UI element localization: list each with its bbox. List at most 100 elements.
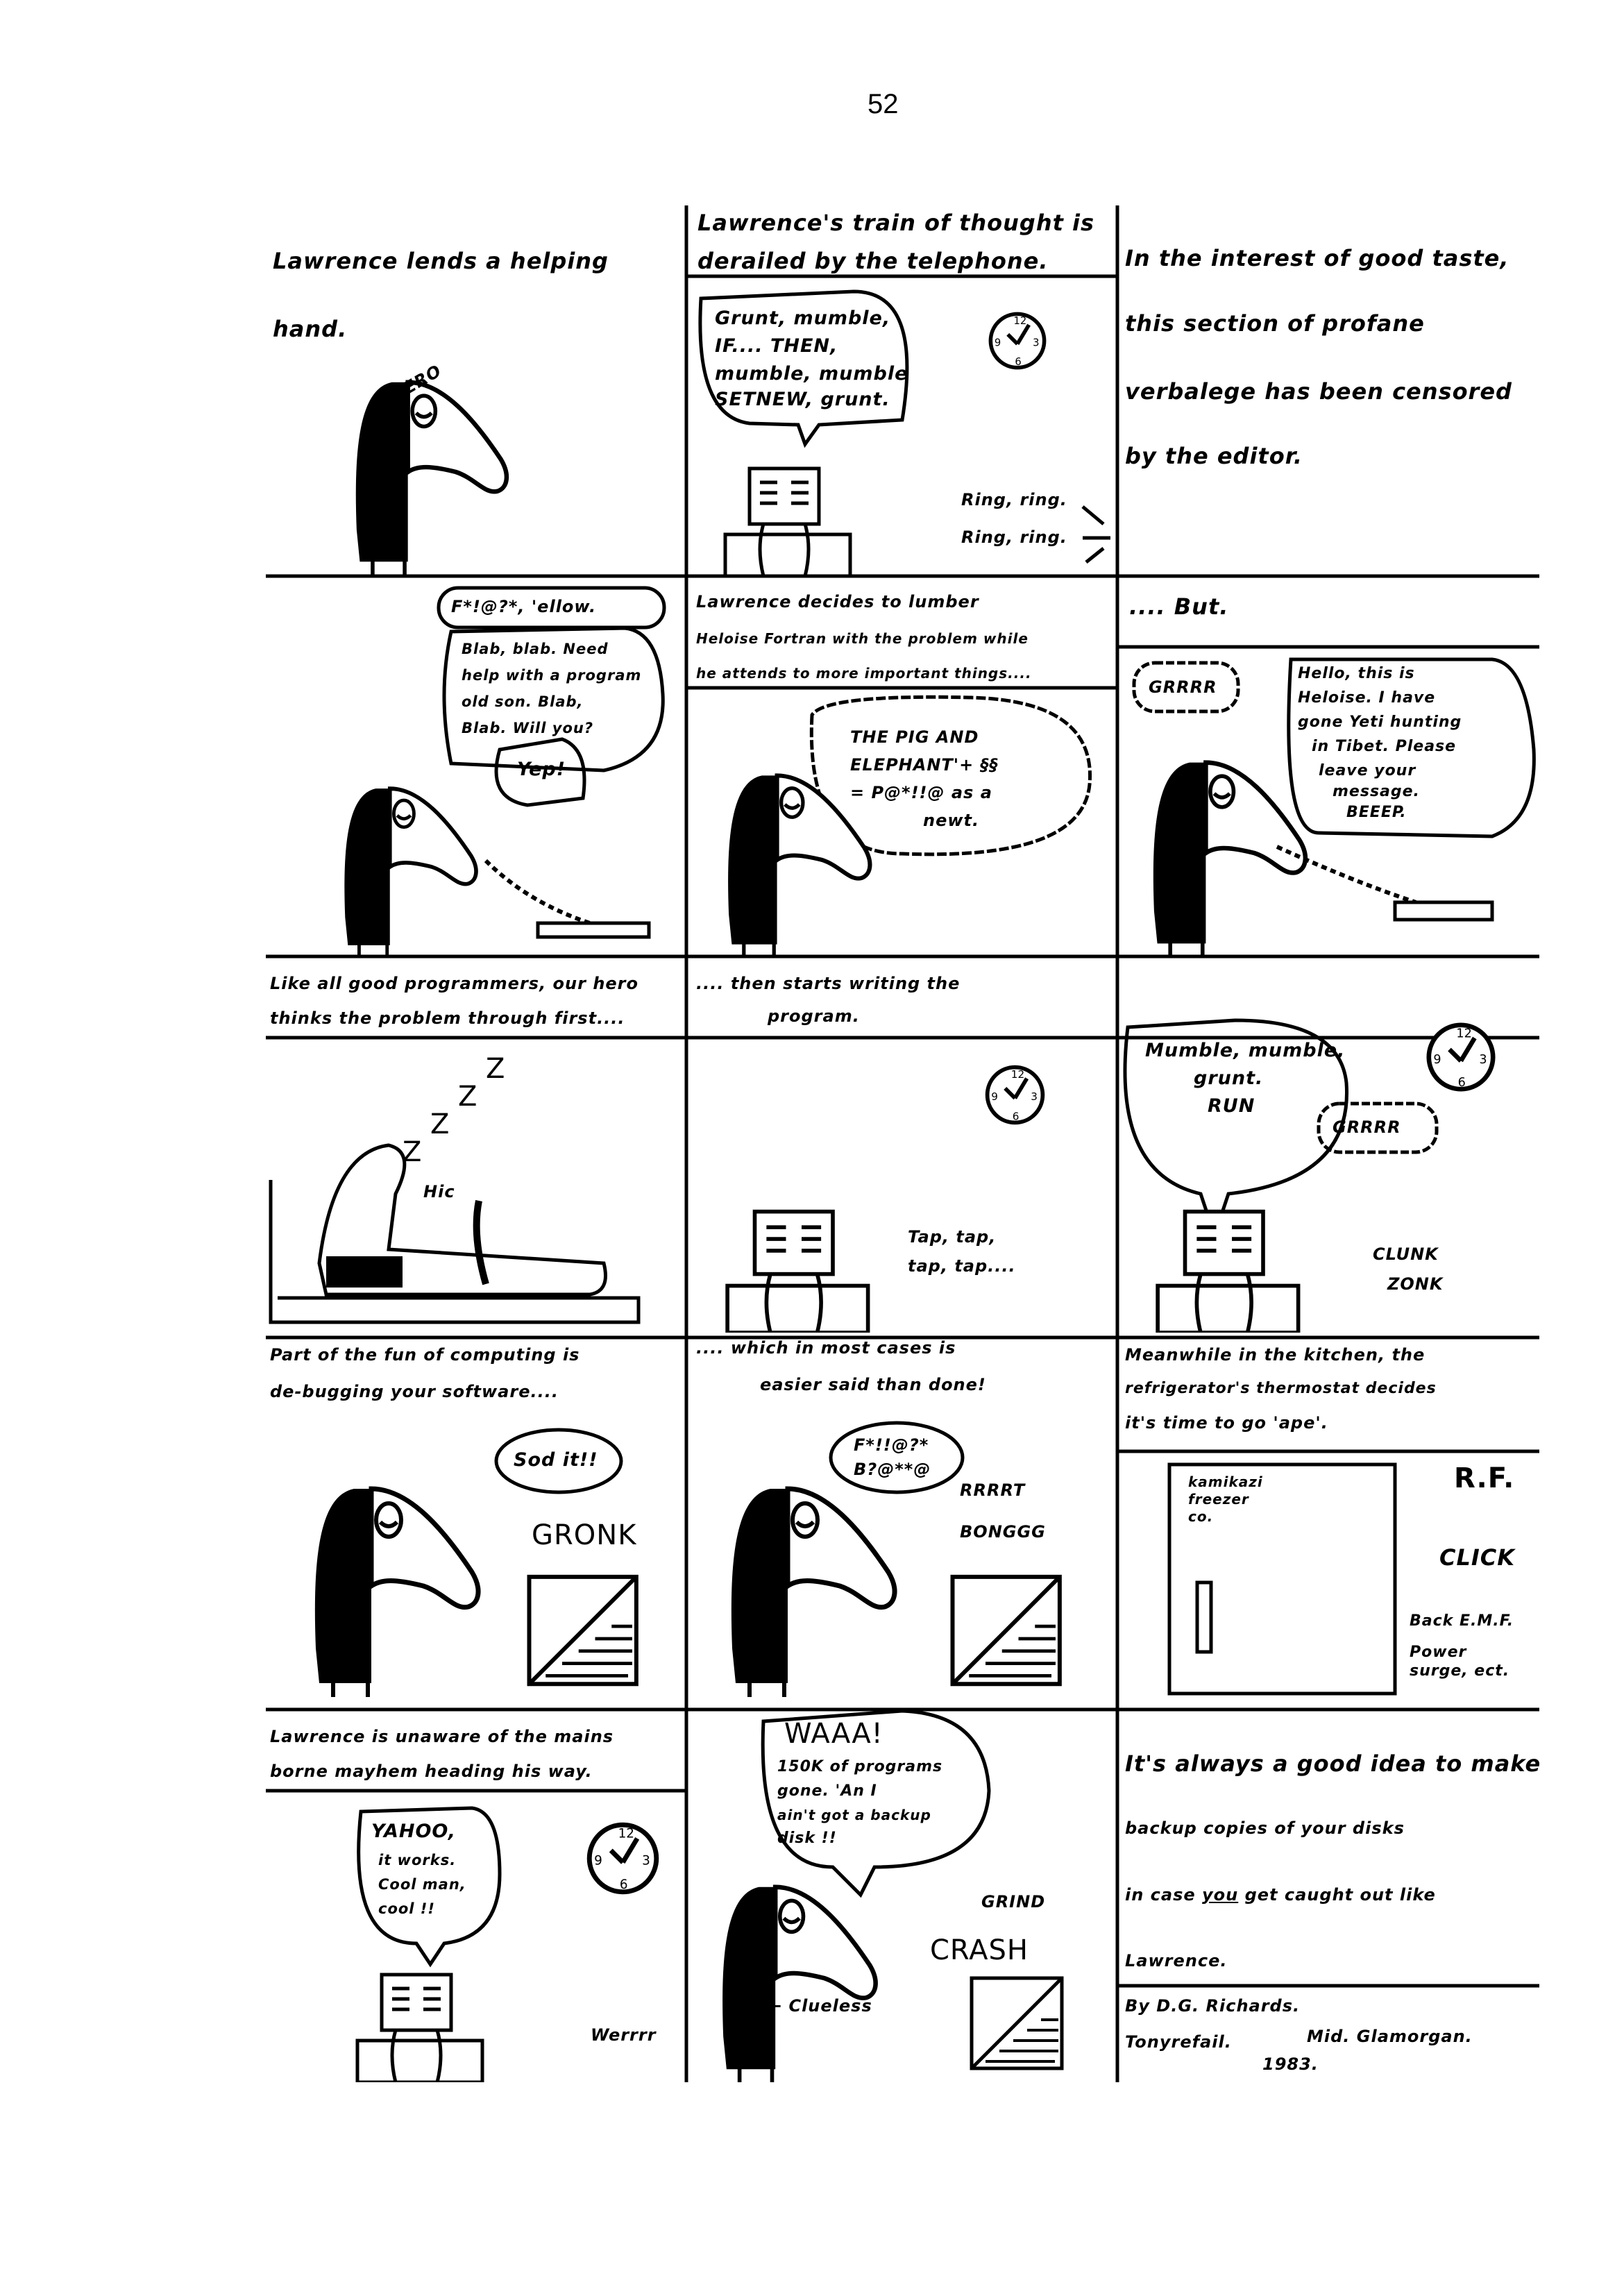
speech-text: YAHOO,	[371, 1821, 457, 1842]
fridge-label: co.	[1188, 1508, 1214, 1525]
speech-text: Mumble, mumble,	[1145, 1040, 1346, 1061]
speech-text: in Tibet. Please	[1312, 738, 1457, 755]
fridge-label: freezer	[1188, 1491, 1249, 1508]
speech-text: mumble, mumble	[715, 363, 908, 385]
speech-text: message.	[1333, 783, 1420, 800]
caption: Lawrence's train of thought is	[697, 210, 1095, 236]
speech-text: leave your	[1319, 762, 1416, 779]
caption: It's always a good idea to make	[1125, 1750, 1541, 1777]
sound-effect: CRASH	[930, 1934, 1029, 1966]
snore-z: Z	[430, 1108, 450, 1140]
thought-text: newt.	[923, 811, 980, 830]
growl-text: GRRRR	[1333, 1117, 1401, 1137]
caption: Meanwhile in the kitchen, the	[1125, 1345, 1426, 1365]
speech-text: RUN	[1208, 1095, 1255, 1117]
sound-effect: surge, ect.	[1410, 1662, 1510, 1680]
caption: Heloise Fortran with the problem while	[696, 630, 1029, 647]
caption: thinks the problem through first....	[270, 1008, 625, 1028]
panel-grid	[266, 205, 1539, 2082]
caption: In the interest of good taste,	[1125, 245, 1509, 271]
clueless-label: ← Clueless	[768, 1996, 872, 2016]
speech-text: F*!!@?*	[854, 1435, 929, 1455]
caption: .... which in most cases is	[696, 1338, 956, 1358]
speech-text: Sod it!!	[514, 1449, 598, 1471]
caption: easier said than done!	[760, 1375, 986, 1394]
caption: he attends to more important things....	[696, 665, 1032, 682]
speech-text: cool !!	[378, 1900, 435, 1917]
thought-text: = P@*!!@ as a	[850, 783, 992, 802]
author-credit: By D.G. Richards.	[1125, 1996, 1301, 2016]
caption: program.	[768, 1006, 860, 1026]
caption: Lawrence is unaware of the mains	[270, 1727, 614, 1746]
speech-text: Blab, blab. Need	[462, 641, 609, 657]
speech-text: help with a program	[462, 667, 642, 684]
fridge-label: kamikazi	[1188, 1474, 1263, 1490]
speech-text: ain't got a backup	[777, 1807, 931, 1823]
caption: derailed by the telephone.	[697, 248, 1049, 274]
computer-icon	[972, 1978, 1062, 2068]
thought-cloud	[1317, 1101, 1439, 1154]
caption: hand.	[273, 316, 348, 342]
author-location: Mid. Glamorgan.	[1307, 2027, 1473, 2046]
speech-text: IF.... THEN,	[715, 335, 838, 357]
speech-text: Hello, this is	[1298, 665, 1415, 682]
sound-effect: GRIND	[981, 1892, 1046, 1911]
computer-icon	[530, 1577, 636, 1684]
speech-bubble	[1123, 1018, 1349, 1241]
caption: by the editor.	[1125, 443, 1303, 469]
clock-icon	[1429, 1025, 1493, 1090]
computer-icon	[725, 469, 850, 576]
caption: Lawrence.	[1125, 1951, 1228, 1970]
speech-text: BEEEP.	[1346, 804, 1407, 821]
speech-text: gone. 'An I	[777, 1782, 877, 1800]
computer-icon	[953, 1577, 1060, 1684]
caption: this section of profane	[1125, 310, 1425, 337]
speech-text: WAAA!	[784, 1718, 883, 1750]
snore-z: Z	[486, 1053, 506, 1085]
caption: Lawrence lends a helping	[273, 248, 609, 274]
speech-bubble	[761, 1709, 991, 1898]
speech-text: disk !!	[777, 1830, 837, 1847]
thought-text: ELEPHANT'+ §§	[850, 755, 999, 775]
sound-effect: BONGGG	[960, 1522, 1046, 1542]
sound-effect: GRONK	[532, 1519, 637, 1551]
sound-effect: Ring, ring.	[961, 490, 1067, 509]
speech-text: it works.	[378, 1852, 457, 1868]
speech-text: old son. Blab,	[462, 693, 584, 710]
clock-icon	[990, 314, 1044, 368]
hero-character	[731, 1489, 895, 1697]
hero-character	[315, 1489, 478, 1697]
author-location: Tonyrefail.	[1125, 2032, 1232, 2052]
sound-effect: RRRRT	[960, 1480, 1026, 1500]
author-year: 1983.	[1262, 2054, 1319, 2074]
speech-bubble	[442, 626, 665, 773]
thought-text: THE PIG AND	[850, 727, 979, 747]
caption: it's time to go 'ape'.	[1125, 1413, 1328, 1433]
refrigerator	[1167, 1462, 1397, 1696]
caption: Like all good programmers, our hero	[270, 974, 639, 993]
speech-bubble	[829, 1421, 965, 1494]
phone-icon	[1393, 900, 1494, 922]
clock-icon	[988, 1067, 1043, 1123]
caption: .... then starts writing the	[696, 974, 961, 993]
speech-text: gone Yeti hunting	[1298, 714, 1462, 731]
sound-effect: Back E.M.F.	[1410, 1612, 1514, 1630]
speech-bubble	[494, 1428, 623, 1494]
sound-effect: Hic	[423, 1182, 455, 1201]
caption: .... But.	[1129, 593, 1229, 620]
speech-text: Yep!	[517, 759, 566, 780]
speech-text: grunt.	[1194, 1067, 1264, 1089]
speech-text: Grunt, mumble,	[715, 307, 891, 329]
caption: de-bugging your software....	[270, 1382, 559, 1401]
sound-effect: tap, tap....	[908, 1256, 1016, 1276]
hero-character	[356, 382, 507, 575]
speech-text: Cool man,	[378, 1876, 466, 1893]
caption: Lawrence decides to lumber	[696, 592, 979, 611]
snore-z: Z	[458, 1081, 478, 1113]
hero-character	[722, 1887, 876, 2082]
caption: borne mayhem heading his way.	[270, 1762, 593, 1781]
caption: Part of the fun of computing is	[270, 1345, 580, 1365]
speech-text: Blab. Will you?	[462, 720, 594, 736]
speech-bubble	[494, 737, 586, 807]
